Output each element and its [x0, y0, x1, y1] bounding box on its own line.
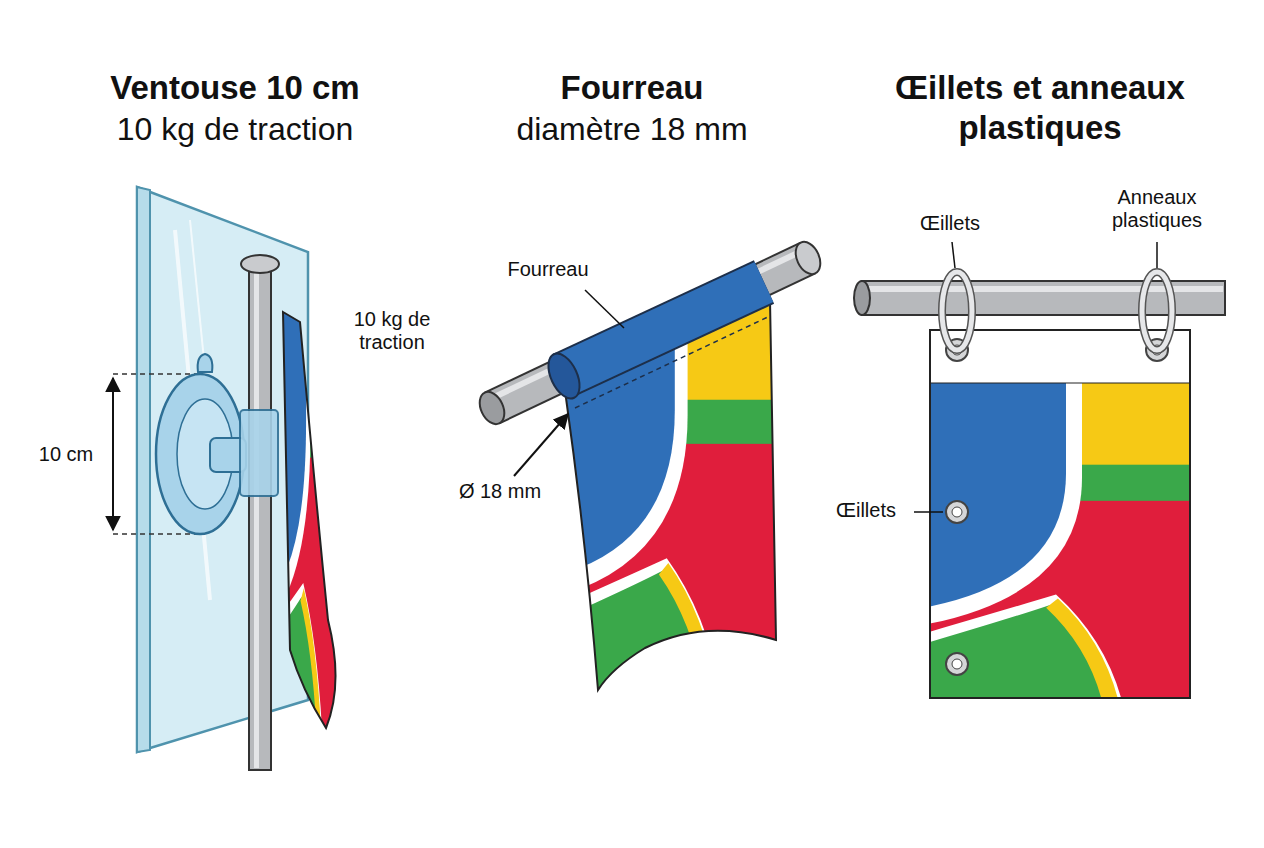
suction-cup-panel: [113, 187, 346, 770]
flag-outline: [283, 312, 336, 728]
panel-title: Ventouse 10 cm: [45, 68, 425, 108]
pole: [249, 262, 271, 770]
flag: [550, 279, 790, 710]
flag: [262, 277, 346, 749]
leader-line: [952, 242, 955, 268]
leader-arrow: [514, 414, 568, 476]
banner-print: [930, 383, 1190, 698]
dimension-line: [112, 378, 114, 530]
callout-label: 10 kg de traction: [322, 308, 462, 354]
pole-cap: [241, 255, 279, 273]
banner-outline: [930, 330, 1190, 698]
grommet-panel: [854, 242, 1225, 718]
panel-subtitle: diamètre 18 mm: [442, 110, 822, 149]
sleeve-panel: [475, 238, 825, 710]
plastic-rings: [942, 272, 1172, 350]
leader-line: [1156, 242, 1158, 268]
rod-end: [854, 281, 870, 315]
rod-end: [791, 238, 825, 278]
panel-title: Œillets et anneaux plastiques: [840, 68, 1240, 149]
leader-line: [914, 511, 943, 513]
rod-end: [475, 388, 509, 428]
part-label: Fourreau: [488, 258, 608, 281]
grommets: [946, 339, 1168, 675]
glass-pane: [137, 187, 308, 752]
panel-subtitle: 10 kg de traction: [45, 110, 425, 149]
hem-line: [930, 383, 1190, 384]
part-label: Œillets: [900, 212, 1000, 235]
seam: [575, 316, 770, 408]
part-label: Œillets: [821, 499, 911, 522]
sleeve-end: [542, 349, 586, 403]
cup-tab: [198, 354, 213, 372]
leader-line: [585, 290, 624, 328]
glass-edge: [137, 187, 150, 752]
dimension-label: Ø 18 mm: [445, 480, 555, 503]
part-label: Anneaux plastiques: [1092, 186, 1222, 232]
extension-line: [113, 533, 198, 535]
pole-highlight: [254, 264, 259, 768]
pole-clip: [240, 410, 278, 496]
dimension-label: 10 cm: [26, 443, 106, 466]
panel-title: Fourreau: [442, 68, 822, 108]
sleeve: [562, 282, 764, 376]
sleeve-outline: [562, 282, 764, 376]
extension-line: [113, 373, 198, 375]
